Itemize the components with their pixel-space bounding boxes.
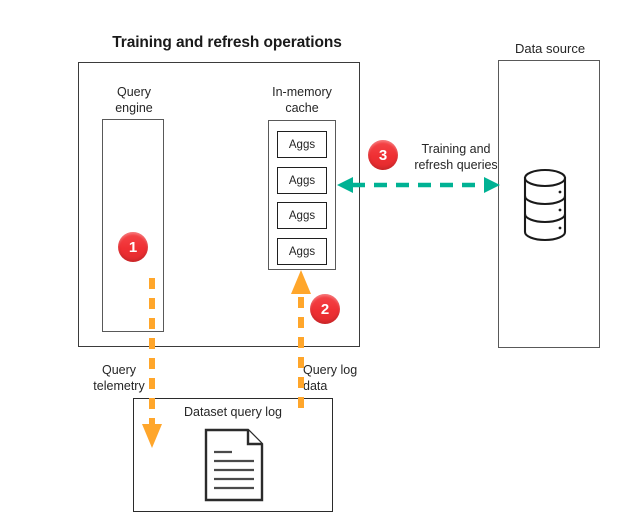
step-badge-2: 2 (310, 294, 340, 324)
dataset-query-log-title: Dataset query log (184, 405, 282, 419)
page-title: Training and refresh operations (112, 34, 342, 51)
aggs-box: Aggs (277, 167, 327, 194)
query-engine-box (102, 119, 164, 332)
query-engine-label-line2: engine (115, 101, 153, 115)
training-refresh-queries-arrow (337, 177, 500, 193)
data-source-box (498, 60, 600, 348)
cache-label-line1: In-memory (272, 85, 332, 99)
aggs-box: Aggs (277, 238, 327, 265)
querylog-label-line1: Query log (303, 363, 358, 377)
query-engine-label-line1: Query (116, 85, 152, 99)
green-label-line2: refresh queries (414, 158, 498, 172)
query-log-data-label: Query log data (303, 362, 369, 394)
cache-label-line2: cache (285, 101, 319, 115)
querylog-label-line2: data (303, 379, 328, 393)
query-telemetry-label: Query telemetry (86, 362, 152, 394)
telemetry-label-line2: telemetry (93, 379, 145, 393)
training-refresh-queries-label: Training and refresh queries (404, 141, 508, 173)
query-engine-label: Query engine (96, 84, 172, 116)
step-badge-1: 1 (118, 232, 148, 262)
green-label-line1: Training and (421, 142, 491, 156)
aggs-box: Aggs (277, 202, 327, 229)
data-source-title: Data source (514, 41, 586, 56)
in-memory-cache-label: In-memory cache (262, 84, 342, 116)
step-badge-3: 3 (368, 140, 398, 170)
aggs-box: Aggs (277, 131, 327, 158)
telemetry-label-line1: Query (101, 363, 137, 377)
